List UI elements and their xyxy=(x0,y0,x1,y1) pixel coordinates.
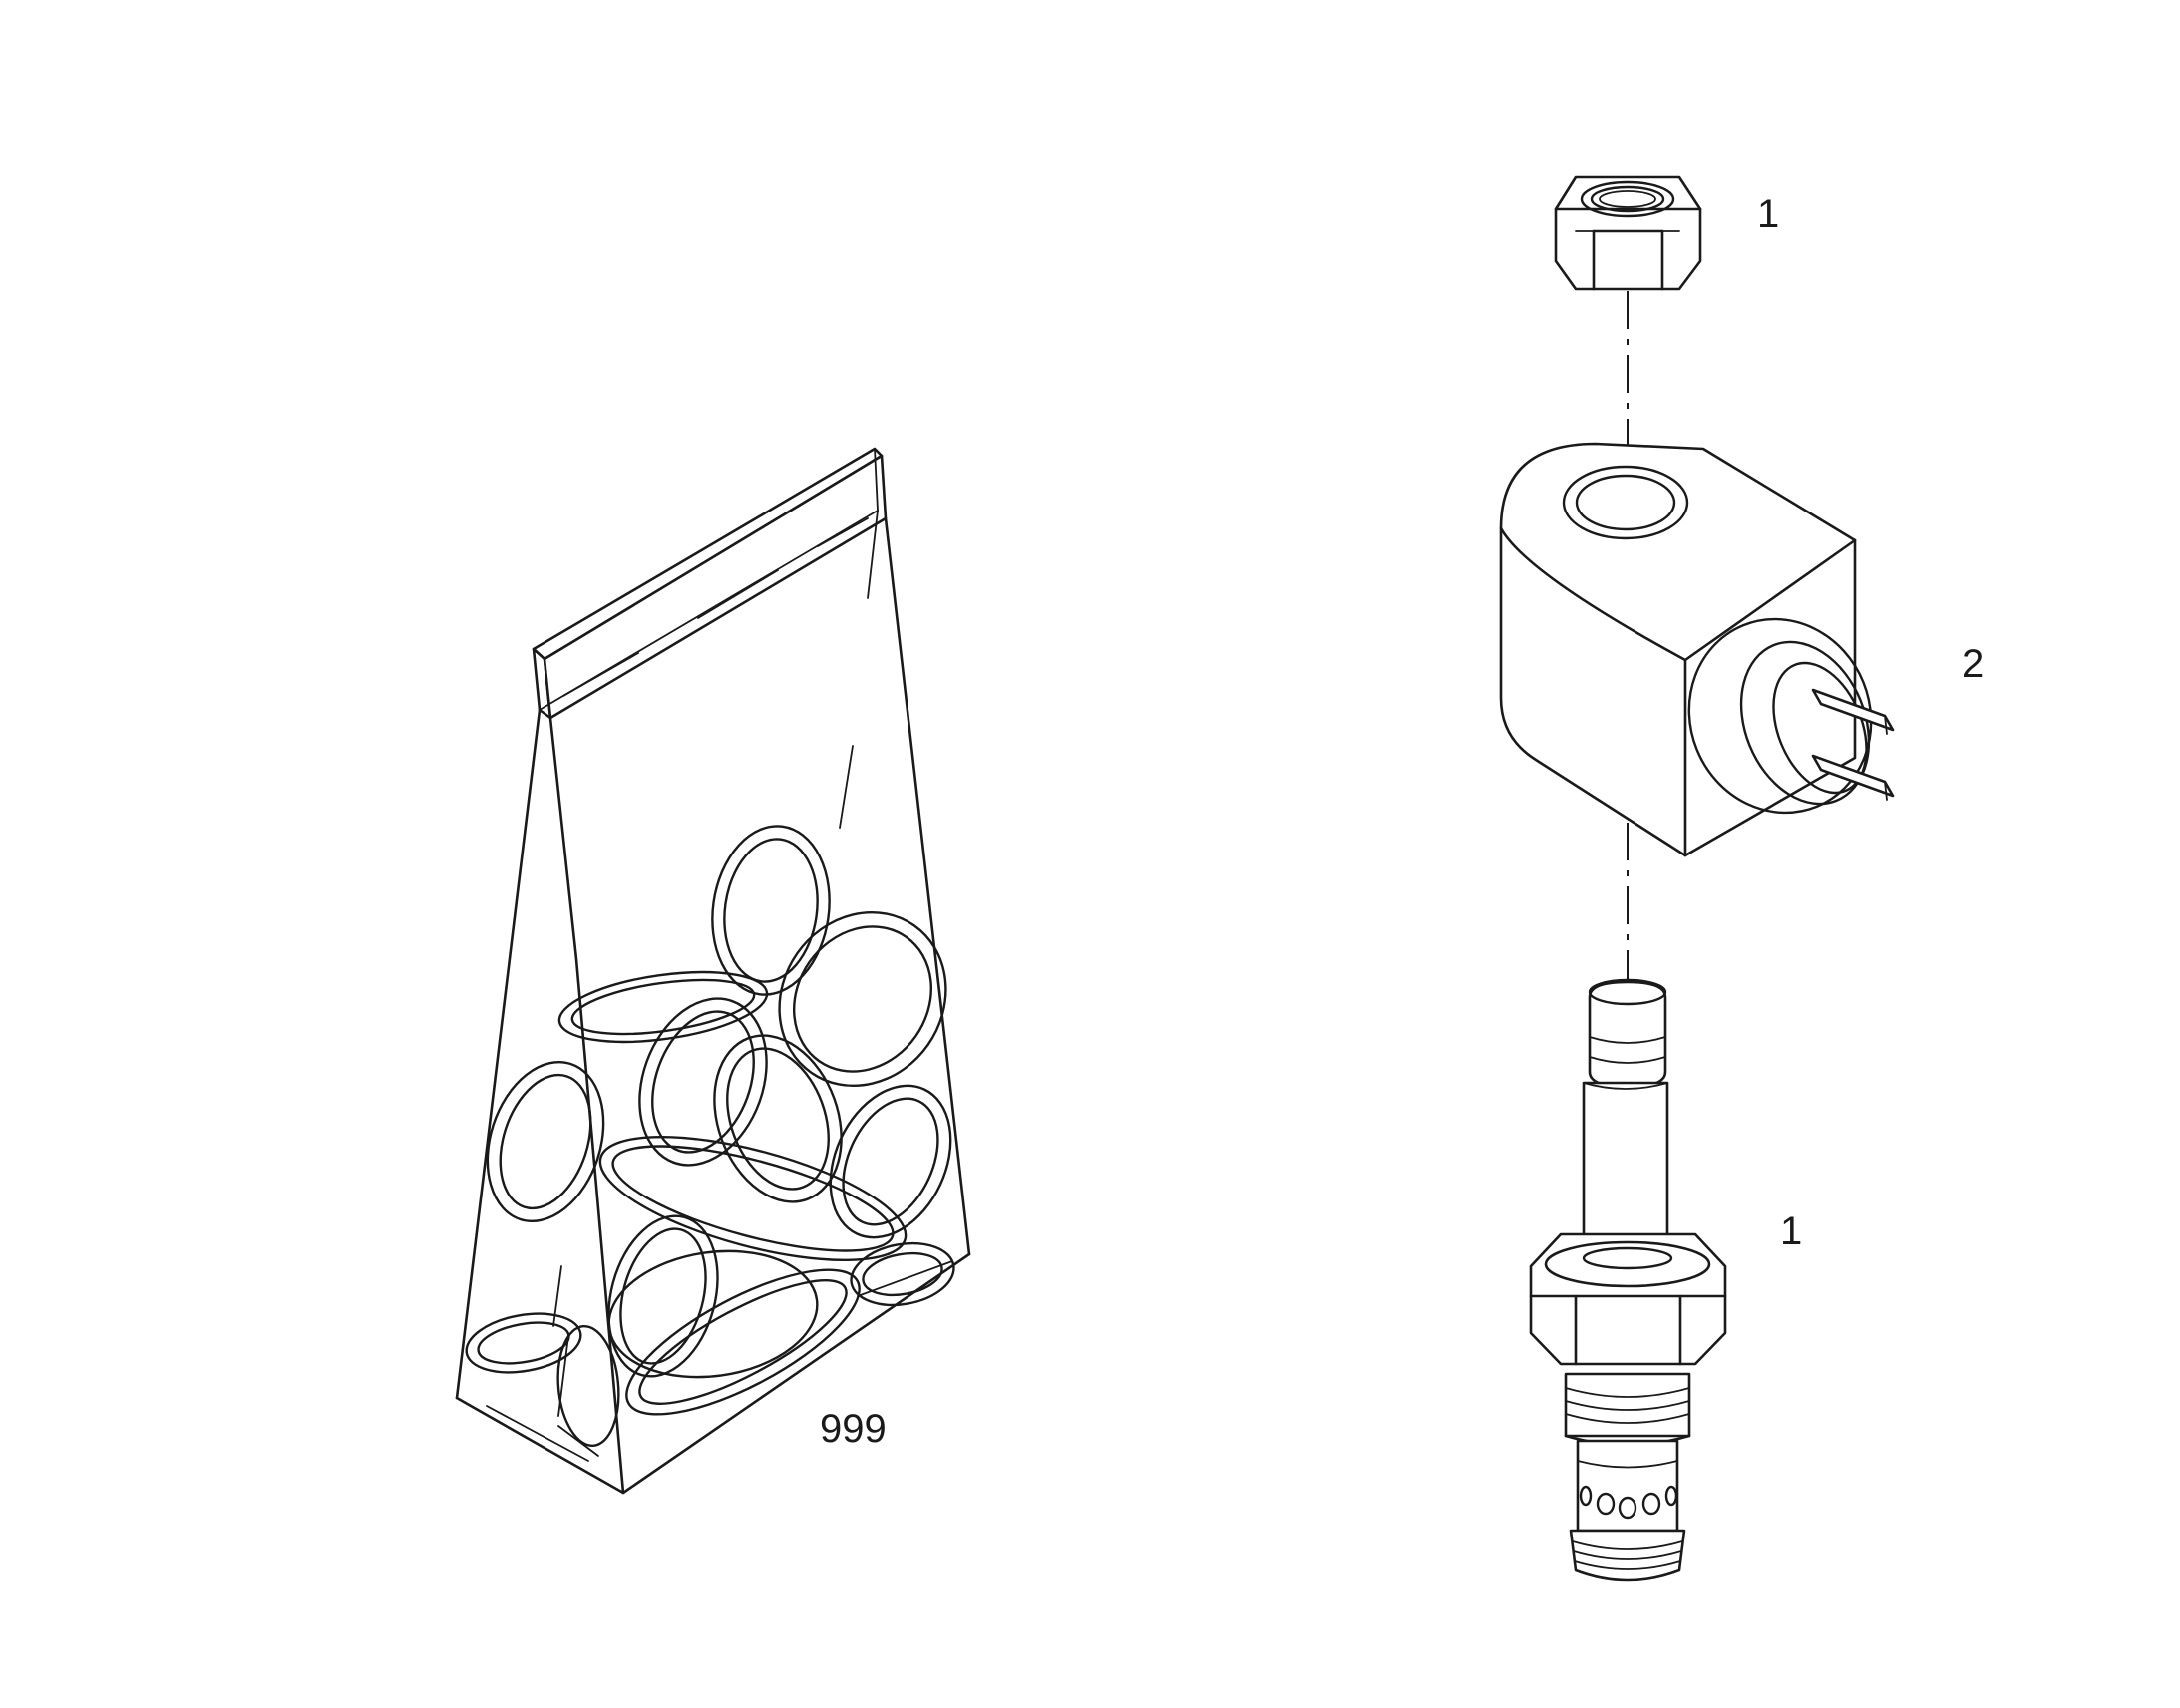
callout-cartridge: 1 xyxy=(1780,1209,1802,1253)
callout-coil: 2 xyxy=(1962,642,1984,686)
solenoid-coil xyxy=(1499,442,1895,857)
callout-seal-kit: 999 xyxy=(820,1407,887,1451)
hex-nut xyxy=(1554,175,1702,291)
callout-nut: 1 xyxy=(1757,192,1779,236)
cartridge-valve xyxy=(1529,978,1727,1582)
o-ring-set xyxy=(465,825,955,1448)
seal-kit-bag xyxy=(455,447,971,1495)
